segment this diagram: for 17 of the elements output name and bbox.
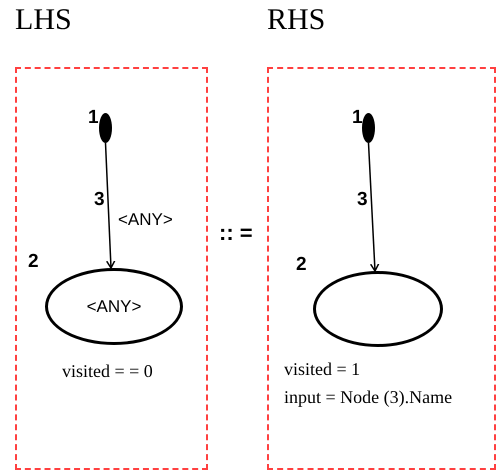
attribute-condition: visited = 1 xyxy=(284,360,360,378)
arrow xyxy=(104,142,116,269)
attribute-condition: visited = = 0 xyxy=(62,362,153,380)
node-dot xyxy=(362,113,375,143)
node-number: 2 xyxy=(296,255,307,274)
panel-title: LHS xyxy=(15,5,72,35)
node-number: 1 xyxy=(88,108,99,127)
edge-type-label: <ANY> xyxy=(118,211,173,228)
panel-title: RHS xyxy=(267,5,326,35)
node-number: 1 xyxy=(352,108,363,127)
arrow xyxy=(368,142,380,272)
attribute-condition: input = Node (3).Name xyxy=(284,388,452,406)
node-ellipse: <ANY> xyxy=(45,268,183,345)
node-dot xyxy=(99,113,112,143)
rewrite-operator: :: = xyxy=(219,222,253,244)
node-number: 2 xyxy=(28,252,39,271)
node-ellipse xyxy=(313,271,443,347)
